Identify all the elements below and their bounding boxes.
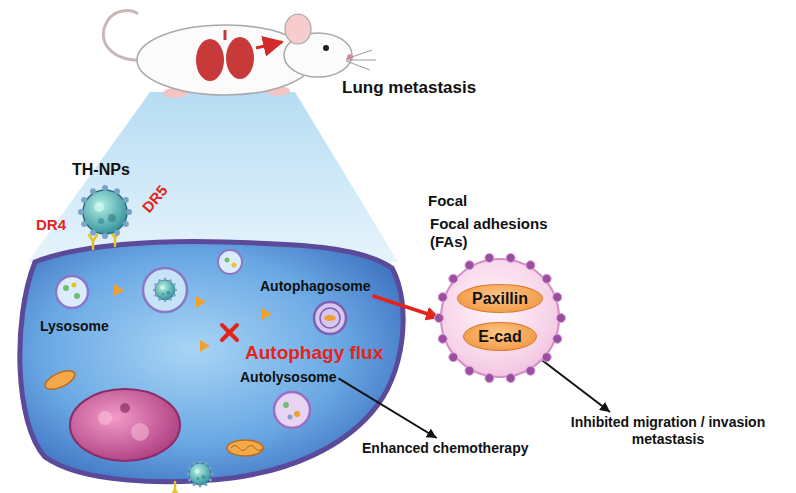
- adhesion-dot: [438, 293, 447, 302]
- adhesion-dot: [465, 261, 474, 270]
- mouse-illustration: [346, 61, 370, 70]
- autolysosome-vesicle: [274, 392, 310, 428]
- lysosome-vesicle: [74, 293, 80, 299]
- arrow-connector: [542, 360, 610, 412]
- autolysosome-vesicle: [274, 392, 310, 428]
- adhesion-dot: [526, 366, 535, 375]
- membrane-receptor: [89, 235, 97, 249]
- adhesion-dot: [506, 374, 515, 383]
- endosome: [153, 278, 177, 302]
- nucleus: [70, 389, 180, 461]
- blocked-flux-cross: [222, 325, 237, 340]
- adhesion-dot: [435, 314, 444, 323]
- transport-chevron: [200, 340, 210, 352]
- autolysosome-vesicle: [288, 415, 293, 420]
- node-text: Paxillin: [472, 289, 528, 308]
- focal-adhesion-outline: [440, 258, 560, 378]
- nucleus: [131, 423, 149, 441]
- adhesion-dot: [542, 353, 551, 362]
- figure-label: Lung metastasis: [342, 78, 476, 98]
- mouse-illustration: [323, 45, 329, 51]
- transport-chevron: [262, 308, 272, 320]
- adhesion-dot: [506, 253, 515, 262]
- blocked-flux-cross: [222, 325, 237, 340]
- mitochondrion: [43, 367, 78, 393]
- transport-chevron: [114, 284, 124, 296]
- receptor-label: DR4: [36, 216, 66, 234]
- outcome-text-node: Enhanced chemotherapy: [360, 438, 531, 459]
- transport-chevron: [196, 296, 206, 308]
- endosome: [143, 268, 187, 312]
- adhesion-dot: [553, 334, 562, 343]
- vesicle-label-node: Autophagosome: [258, 276, 372, 297]
- mouse-illustration: [224, 30, 227, 40]
- blocked-flux-cross: [222, 325, 237, 340]
- mouse-illustration: [346, 50, 376, 70]
- mitochondrion: [227, 440, 263, 456]
- adhesion-dot: [553, 293, 562, 302]
- autolysosome-vesicle: [283, 402, 289, 408]
- transport-chevron: [114, 284, 272, 352]
- arrow-connector: [372, 296, 440, 318]
- nucleus: [120, 403, 130, 413]
- mouse-illustration: [346, 50, 372, 59]
- adhesion-dot: [465, 366, 474, 375]
- adhesion-dot: [449, 274, 458, 283]
- membrane-receptor: [171, 482, 179, 493]
- focal-adhesion-circle: Focal adhesions (FAs)PaxillinE-cad: [440, 258, 560, 378]
- autophagosome-vesicle: [320, 308, 340, 328]
- protein-ellipse: E-cad: [463, 322, 537, 351]
- autophagosome-vesicle: [314, 302, 346, 334]
- autophagosome-vesicle: [314, 302, 346, 334]
- lysosome-vesicle: [225, 258, 230, 263]
- autolysosome-vesicle: [294, 411, 300, 417]
- node-text: Autophagosome: [260, 278, 370, 295]
- mitochondrion: [43, 367, 263, 456]
- adhesion-dot: [542, 274, 551, 283]
- mouse-illustration: [256, 42, 282, 48]
- endosome: [143, 268, 187, 312]
- adhesion-dot: [485, 253, 494, 262]
- arrow-connector: [338, 378, 436, 438]
- mouse-illustration: [285, 14, 311, 44]
- adhesion-dot: [449, 353, 458, 362]
- mouse-illustration: [346, 60, 376, 61]
- organelle-label: Lysosome: [40, 318, 109, 335]
- node-heading: Focal adhesions (FAs): [430, 215, 555, 251]
- node-text: E-cad: [478, 327, 522, 346]
- node-text: Autolysosome: [240, 369, 336, 386]
- autophagosome-vesicle: [324, 315, 336, 321]
- adhesion-dot: [438, 334, 447, 343]
- node-text: Inhibited migration / invasion metastasi…: [554, 414, 782, 448]
- heading-fragment: Focal: [428, 192, 467, 210]
- adhesion-dot: [485, 374, 494, 383]
- lysosome-vesicle: [232, 263, 237, 268]
- outcome-text-node: Inhibited migration / invasion metastasi…: [552, 412, 784, 450]
- mouse-illustration: [103, 11, 376, 98]
- lysosome-vesicle: [63, 285, 69, 291]
- mouse-illustration: [226, 37, 254, 79]
- vesicle-label-node: Autolysosome: [238, 367, 338, 388]
- mitochondrion: [231, 446, 263, 451]
- lysosome-vesicle: [72, 283, 77, 288]
- nanoparticle: [187, 461, 214, 488]
- adhesion-dot: [557, 314, 566, 323]
- nanoparticle-label: TH-NPs: [72, 160, 130, 179]
- process-label: Autophagy flux: [245, 342, 383, 365]
- mouse-illustration: [196, 39, 224, 81]
- nucleus: [98, 411, 112, 425]
- lysosome-vesicle: [218, 250, 242, 274]
- node-text: Enhanced chemotherapy: [362, 440, 529, 457]
- nucleus: [70, 389, 180, 461]
- adhesion-dot: [526, 261, 535, 270]
- lysosome-vesicle: [56, 276, 88, 308]
- cancer-cell: [20, 242, 403, 482]
- nanoparticle: [78, 185, 132, 239]
- protein-ellipse: Paxillin: [457, 284, 543, 313]
- view-cone: [28, 92, 398, 262]
